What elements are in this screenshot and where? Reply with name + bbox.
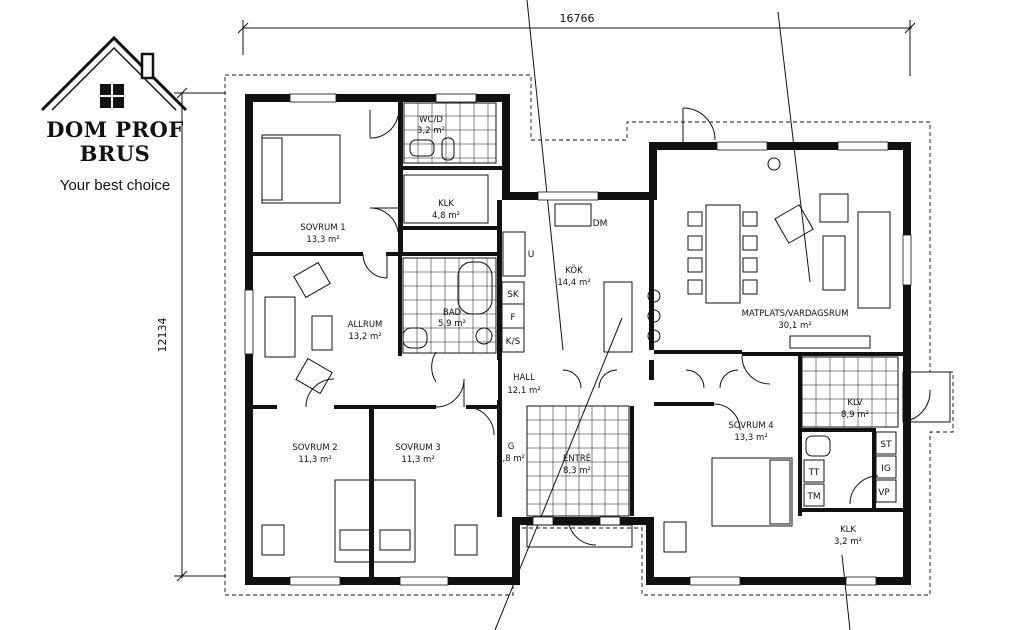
fixture-tt: TT [808,468,820,478]
room-area: 8,3 m² [563,466,591,476]
room-name: SOVRUM 2 [292,443,337,453]
room-klk-1: KLK 4,8 m² [432,199,460,221]
room-area: 11,3 m² [401,455,434,465]
room-name: HALL [513,373,535,383]
interior-walls [253,102,903,577]
room-matplats: MATPLATS/VARDAGSRUM 30,1 m² [742,309,849,331]
room-area: 3,2 m² [417,126,445,136]
logo-title-line2: BRUS [79,141,151,166]
dimension-width: 16766 [560,12,595,25]
room-wc-d: WC/D 3,2 m² [417,115,445,136]
room-name: KLK [438,199,454,209]
tiled-floors [402,102,899,517]
room-name: ALLRUM [348,320,383,330]
room-name: MATPLATS/VARDAGSRUM [742,309,849,319]
room-area: 3,2 m² [834,537,862,547]
room-area: 14,4 m² [557,278,590,288]
room-name: WC/D [419,115,443,125]
room-name: BAD [443,308,462,318]
room-sovrum-2: SOVRUM 2 11,3 m² [292,443,337,465]
fixture-ks: K/S [506,337,521,347]
room-name: G [508,442,515,452]
fixture-u: U [528,250,535,260]
room-g: G 1,8 m² [497,442,525,464]
fixture-sk: SK [507,290,520,300]
logo-house-icon [40,35,188,112]
room-area: 8,9 m² [841,410,869,420]
furniture [261,134,891,563]
dimension-height: 12134 [156,318,169,353]
room-name: KLK [840,525,856,535]
fixture-tm: TM [806,492,820,502]
doors [305,107,931,546]
room-area: 4,8 m² [432,211,460,221]
fixture-f: F [510,313,515,323]
logo-title-line1: DOM PROF [46,117,184,142]
room-area: 30,1 m² [778,321,811,331]
room-area: 11,3 m² [298,455,331,465]
room-area: 13,3 m² [306,235,339,245]
room-sovrum-4: SOVRUM 4 13,3 m² [728,421,773,443]
fixture-vp: VP [878,488,890,498]
appliances: DM U SK F K/S ST IG VP TT TM [501,219,897,507]
fixture-ig: IG [881,464,891,474]
room-name: SOVRUM 4 [728,421,773,431]
room-labels: WC/D 3,2 m² KLK 4,8 m² SOVRUM 1 13,3 m² … [292,115,869,547]
room-name: SOVRUM 1 [300,223,345,233]
fixture-st: ST [880,440,892,450]
room-area: 1,8 m² [497,454,525,464]
logo-title: DOM PROF BRUS [30,118,200,166]
room-area: 12,1 m² [507,386,540,396]
dimension-lines: 16766 12134 [156,12,916,582]
room-area: 13,2 m² [348,332,381,342]
room-name: SOVRUM 3 [395,443,440,453]
room-name: ENTRÉ [563,452,591,464]
room-sovrum-3: SOVRUM 3 11,3 m² [395,443,440,465]
room-sovrum-1: SOVRUM 1 13,3 m² [300,223,345,245]
room-area: 13,3 m² [734,433,767,443]
room-hall: HALL 12,1 m² [507,373,540,396]
windows [244,93,912,586]
room-klv: KLV 8,9 m² [841,398,869,420]
room-klk-2: KLK 3,2 m² [834,525,862,547]
room-entre: ENTRÉ 8,3 m² [563,452,591,476]
room-bad: BAD 5,9 m² [438,308,466,329]
entrance-steps [526,371,951,548]
room-area: 5,9 m² [438,319,466,329]
fixture-dm: DM [593,219,608,229]
room-kok: KÖK 14,4 m² [557,265,590,288]
room-name: KÖK [565,265,583,276]
logo-tagline: Your best choice [59,177,171,194]
room-name: KLV [847,398,862,408]
room-allrum: ALLRUM 13,2 m² [348,320,383,342]
